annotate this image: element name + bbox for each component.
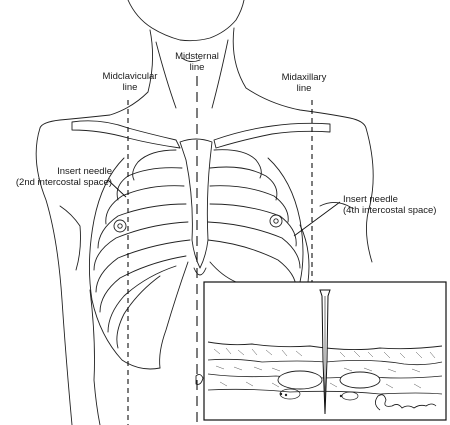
right-rib-1 bbox=[213, 149, 262, 179]
midclavicular-label-line-1: Midclavicular bbox=[102, 71, 158, 82]
left-rib-2 bbox=[116, 167, 183, 201]
midsternal-label-line-1: Midsternal bbox=[175, 51, 219, 62]
midclavicular-label-line-2: line bbox=[122, 81, 138, 93]
needle-2nd-leader bbox=[107, 179, 127, 198]
needle-4th-label: Insert needle (4th intercostal space) bbox=[343, 194, 447, 216]
navel bbox=[195, 373, 204, 385]
xiphoid bbox=[193, 267, 207, 276]
left-costal-margin bbox=[159, 261, 189, 369]
left-rib-7 bbox=[99, 255, 187, 313]
right-rib-5 bbox=[207, 221, 301, 269]
sternum bbox=[179, 138, 213, 269]
neck-muscle-left bbox=[155, 41, 177, 109]
right-arm-outline bbox=[365, 127, 374, 263]
midclavicular-label: Midclavicular line bbox=[92, 71, 168, 93]
left-armpit bbox=[59, 205, 81, 271]
left-torso-side bbox=[89, 289, 101, 425]
right-ribcage-edge bbox=[267, 157, 304, 283]
right-costal-margin bbox=[209, 261, 237, 283]
right-rib-6 bbox=[207, 239, 297, 289]
right-rib-4 bbox=[209, 203, 297, 247]
left-rib-1 bbox=[132, 149, 177, 181]
midsternal-label-line-2: line bbox=[189, 61, 205, 73]
neck-right bbox=[232, 27, 367, 129]
needle-4th-label-line-2: (4th intercostal space) bbox=[343, 204, 437, 216]
right-armpit bbox=[319, 202, 353, 209]
neck-muscle-right bbox=[211, 39, 229, 109]
neck-left bbox=[39, 29, 153, 129]
needle-4th-leader bbox=[293, 201, 341, 237]
midsternal-label: Midsternal line bbox=[164, 51, 230, 73]
left-ribcage-edge bbox=[88, 157, 161, 370]
left-arm-outline bbox=[35, 127, 73, 425]
needle-2nd-label-line-1: Insert needle bbox=[57, 166, 112, 177]
needle-inset-panel bbox=[203, 281, 447, 421]
left-rib-4 bbox=[97, 203, 187, 249]
left-rib-6 bbox=[95, 239, 191, 293]
right-clavicle bbox=[213, 122, 331, 149]
right-rib-2 bbox=[209, 166, 278, 201]
needle-4th-label-line-1: Insert needle bbox=[343, 194, 398, 205]
left-rib-3 bbox=[105, 185, 185, 225]
left-nipple bbox=[113, 219, 127, 233]
throat-line bbox=[181, 57, 201, 63]
midaxillary-label-line-1: Midaxillary bbox=[281, 72, 327, 83]
left-clavicle bbox=[71, 120, 181, 149]
needle-2nd-label-line-2: (2nd intercostal space) bbox=[15, 176, 112, 188]
right-rib-3 bbox=[209, 185, 289, 223]
midaxillary-label-line-2: line bbox=[296, 82, 312, 94]
left-rib-5 bbox=[93, 221, 189, 271]
left-rib-8 bbox=[107, 265, 177, 333]
right-nipple bbox=[269, 214, 283, 228]
needle-2nd-label: Insert needle (2nd intercostal space) bbox=[0, 166, 112, 188]
chin-outline bbox=[127, 0, 245, 42]
left-rib-9 bbox=[116, 275, 161, 349]
midaxillary-label: Midaxillary line bbox=[268, 72, 340, 94]
